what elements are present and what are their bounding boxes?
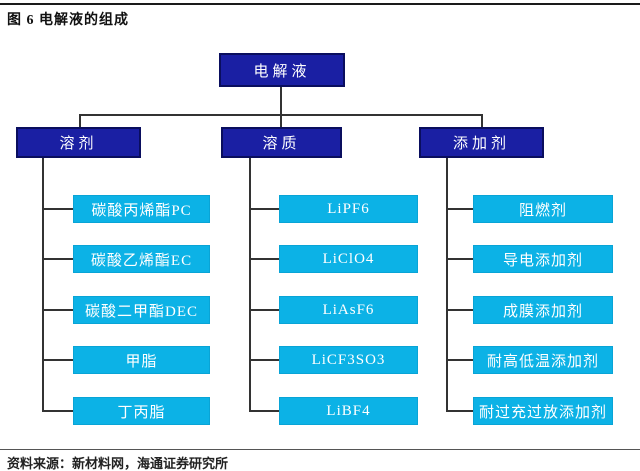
source-note: 资料来源：新材料网，海通证券研究所 (7, 456, 229, 471)
node-film-forming-additive: 成膜添加剂 (473, 296, 613, 324)
node-lipf6: LiPF6 (279, 195, 418, 223)
figure-title: 图 6 电解液的组成 (7, 13, 129, 28)
connector-stub (249, 208, 279, 210)
node-dimethyl-carbonate: 碳酸二甲酯DEC (73, 296, 210, 324)
node-temperature-additive: 耐高低温添加剂 (473, 346, 613, 374)
connector-stub (42, 258, 73, 260)
connector-stub (42, 410, 73, 412)
node-ethylene-carbonate: 碳酸乙烯酯EC (73, 245, 210, 273)
node-solvent: 溶剂 (16, 127, 141, 158)
node-methyl-ester: 甲脂 (73, 346, 210, 374)
connector-stub (249, 309, 279, 311)
node-propylene-carbonate: 碳酸丙烯酯PC (73, 195, 210, 223)
connector-stub (249, 410, 279, 412)
connector-root-drop (280, 87, 282, 115)
node-flame-retardant: 阻燃剂 (473, 195, 613, 223)
connector-stub (249, 359, 279, 361)
connector-stub (249, 258, 279, 260)
node-liclo4: LiClO4 (279, 245, 418, 273)
top-divider (0, 3, 640, 5)
node-liasf6: LiAsF6 (279, 296, 418, 324)
connector-stub (42, 208, 73, 210)
connector-stub (446, 208, 473, 210)
node-conductive-additive: 导电添加剂 (473, 245, 613, 273)
node-solute: 溶质 (221, 127, 342, 158)
connector-stub (42, 359, 73, 361)
node-additive: 添加剂 (419, 127, 544, 158)
node-overcharge-additive: 耐过充过放添加剂 (473, 397, 613, 425)
connector-stub (42, 309, 73, 311)
connector-rail-solvent (42, 158, 44, 412)
connector-drop-additive (481, 114, 483, 128)
connector-stub (446, 359, 473, 361)
connector-drop-solute (280, 114, 282, 128)
footer-divider (0, 449, 640, 450)
node-electrolyte-root: 电解液 (219, 53, 345, 87)
connector-stub (446, 410, 473, 412)
connector-rail-solute (249, 158, 251, 412)
connector-drop-solvent (79, 114, 81, 128)
connector-stub (446, 258, 473, 260)
connector-rail-additive (446, 158, 448, 412)
node-libf4: LiBF4 (279, 397, 418, 425)
node-butyl-propyl-ester: 丁丙脂 (73, 397, 210, 425)
connector-stub (446, 309, 473, 311)
node-licf3so3: LiCF3SO3 (279, 346, 418, 374)
